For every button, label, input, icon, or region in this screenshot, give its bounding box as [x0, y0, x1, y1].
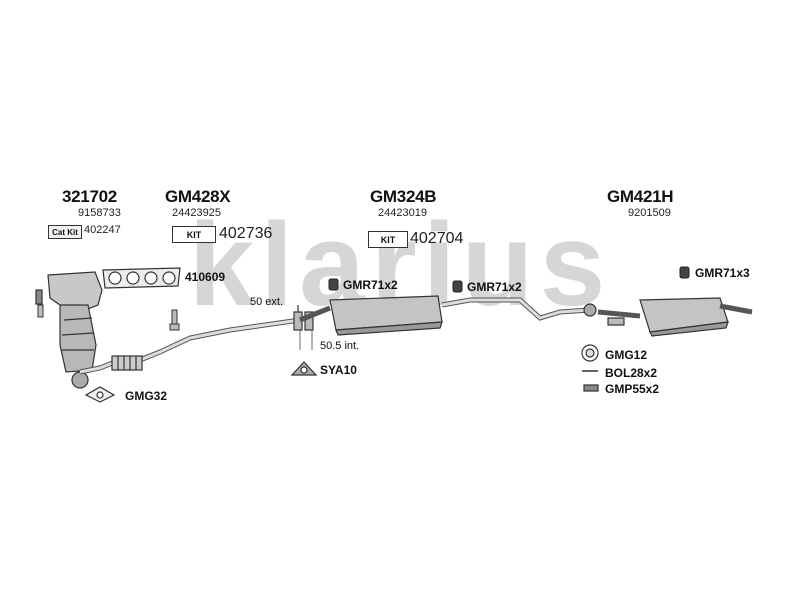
label-gmr-right: GMR71x3 [695, 266, 750, 280]
label-sya10: SYA10 [320, 363, 357, 377]
catalytic-manifold [35, 271, 103, 389]
group-ref-24423019: 24423019 [378, 207, 427, 219]
cat-kit-box: Cat Kit [48, 225, 82, 239]
label-gmp: GMP55x2 [605, 382, 660, 396]
group-ref-9158733: 9158733 [78, 207, 121, 219]
rear-silencer [597, 297, 753, 337]
kit1-number: 402736 [219, 225, 273, 242]
rubber-hanger-icon [328, 266, 690, 293]
group-ref-24423925: 24423925 [172, 207, 221, 219]
group-ref-9201509: 9201509 [628, 207, 671, 219]
kit-box-2: KIT [368, 231, 408, 248]
centre-silencer [299, 295, 597, 336]
label-410609: 410609 [185, 270, 226, 284]
label-gmg12: GMG12 [605, 348, 648, 362]
gmg32-gasket [84, 386, 116, 403]
dimension-lines [299, 330, 313, 350]
kit2-number: 402704 [410, 230, 464, 247]
group-code-gm428x: GM428X [165, 187, 231, 206]
label-bol: BOL28x2 [605, 366, 658, 380]
label-gmr-mid: GMR71x2 [467, 280, 522, 294]
front-pipe [79, 317, 301, 375]
label-gmg32: GMG32 [125, 389, 168, 403]
lambda-sensor [37, 304, 180, 331]
kit-box-1: KIT [172, 226, 216, 243]
annotation-ext: 50 ext. [250, 296, 284, 308]
label-gmr-left: GMR71x2 [343, 278, 398, 292]
group-code-gm421h: GM421H [607, 187, 674, 206]
group-code-gm324b: GM324B [370, 187, 437, 206]
manifold-gasket [102, 267, 181, 289]
cat-kit-number: 402247 [84, 224, 121, 236]
group-code-321702: 321702 [62, 187, 117, 206]
sya10-bracket-icon [290, 361, 318, 376]
annotation-int: 50.5 int. [320, 340, 360, 352]
small-parts [581, 344, 599, 392]
